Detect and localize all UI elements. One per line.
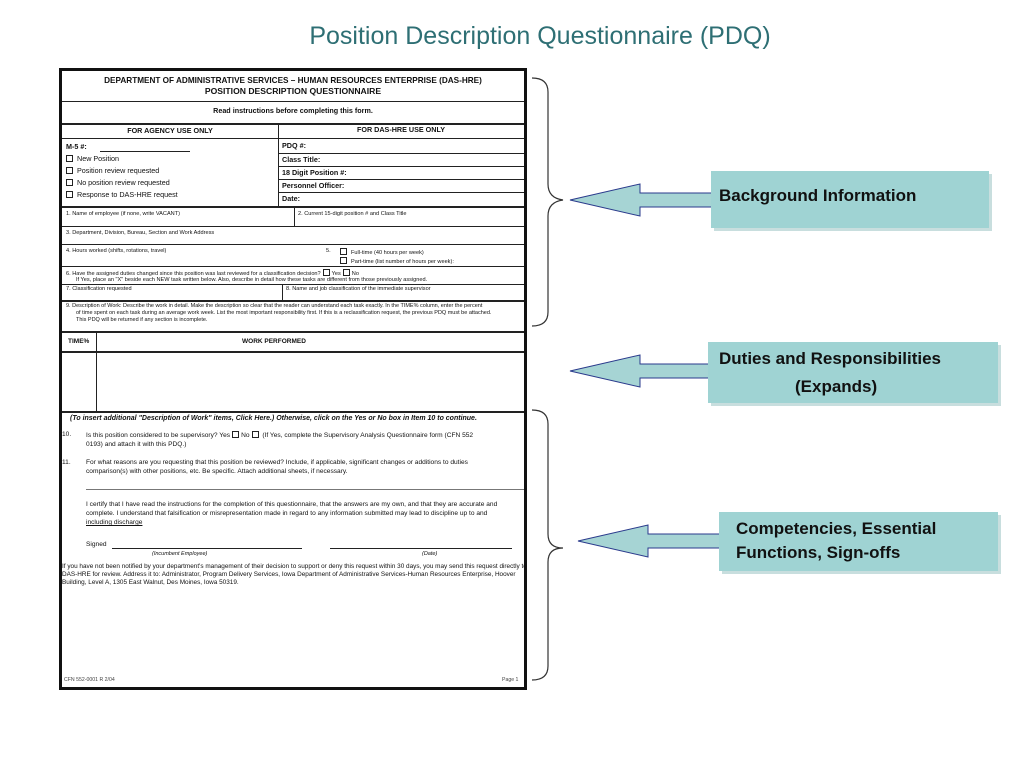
item-3: 3. Department, Division, Bureau, Section… <box>66 230 215 236</box>
divider <box>96 331 97 411</box>
item-9-line-1: 9. Description of Work: Describe the wor… <box>66 303 483 309</box>
das-field-date: Date: <box>282 194 300 203</box>
item-9-line-2: of time spent on each task during an ave… <box>76 310 492 316</box>
certify-line-1: I certify that I have read the instructi… <box>86 501 498 508</box>
checkbox <box>66 167 73 174</box>
item-5-fulltime: Full-time (40 hours per week) <box>340 248 424 256</box>
slide-title: Position Description Questionnaire (PDQ) <box>309 22 771 50</box>
divider <box>62 351 524 353</box>
item-11-answer-line <box>86 489 524 490</box>
item-10-number: 10. <box>62 431 72 438</box>
checkbox <box>251 431 259 438</box>
item-6-instruction: If Yes, place an "X" beside each NEW tas… <box>76 277 428 283</box>
form-title: POSITION DESCRIPTION QUESTIONNAIRE <box>204 86 382 96</box>
divider <box>62 244 524 245</box>
brace-bottom <box>531 409 564 681</box>
form-dept-header: DEPARTMENT OF ADMINISTRATIVE SERVICES – … <box>104 76 482 85</box>
checkbox <box>66 155 73 162</box>
divider <box>294 206 295 226</box>
divider <box>62 138 524 139</box>
checkbox <box>342 269 350 276</box>
das-field-position: 18 Digit Position #: <box>282 168 347 177</box>
item-11-line-1: For what reasons are you requesting that… <box>86 459 468 466</box>
m5-blank-line <box>100 151 190 152</box>
callout-text-line-1: Duties and Responsibilities <box>719 349 941 368</box>
arrow-background <box>569 183 713 217</box>
divider <box>62 300 524 302</box>
page-number: Page 1 <box>502 677 519 683</box>
divider <box>62 101 524 102</box>
callout-text-line-1: Competencies, Essential <box>736 519 937 538</box>
arrow-competencies <box>577 524 723 558</box>
date-caption: (Date) <box>422 551 438 557</box>
date-line <box>330 548 512 549</box>
checkbox <box>232 431 240 438</box>
signature-line <box>112 548 302 549</box>
callout-duties-responsibilities: Duties and Responsibilities (Expands) <box>708 342 998 403</box>
callout-text-line-2: (Expands) <box>795 377 878 396</box>
agency-option-no-review: No position review requested <box>66 178 170 187</box>
item-7: 7. Classification requested <box>66 286 132 292</box>
item-5-number: 5. <box>326 248 331 254</box>
checkbox <box>66 179 73 186</box>
time-column-header: TIME% <box>68 338 90 345</box>
agency-use-header: FOR AGENCY USE ONLY <box>127 126 213 135</box>
callout-text: Background Information <box>719 186 917 205</box>
supervisory-questionnaire-link: Supervisory Analysis Questionnaire <box>323 432 428 439</box>
item-1: 1. Name of employee (if none, write VACA… <box>66 211 180 217</box>
divider <box>278 123 279 206</box>
item-6-question: 6. Have the assigned duties changed sinc… <box>66 269 359 277</box>
work-performed-header: WORK PERFORMED <box>242 338 306 345</box>
checkbox <box>66 191 73 198</box>
checkbox <box>322 269 330 276</box>
divider <box>62 284 524 285</box>
footer-instructions: If you have not been notified by your de… <box>62 563 527 586</box>
divider <box>278 179 524 180</box>
divider <box>62 411 524 413</box>
das-use-header: FOR DAS-HRE USE ONLY <box>357 125 445 134</box>
callout-background-information: Background Information <box>711 171 989 228</box>
arrow-duties <box>569 354 711 388</box>
item-10-line-2: 0193) and attach it with this PDQ.) <box>86 441 187 448</box>
signed-label: Signed <box>86 541 107 548</box>
divider <box>278 153 524 154</box>
divider <box>62 266 524 267</box>
item-2: 2. Current 15-digit position # and Class… <box>298 211 407 217</box>
certify-line-3: including discharge <box>86 519 143 526</box>
divider <box>62 206 524 208</box>
das-field-pdq: PDQ #: <box>282 141 306 150</box>
divider <box>62 331 524 333</box>
agency-option-new-position: New Position <box>66 154 119 163</box>
click-here-link: Click Here <box>235 415 270 422</box>
das-field-class-title: Class Title: <box>282 155 321 164</box>
divider <box>62 123 524 125</box>
item-11-line-2: comparison(s) with other positions, etc.… <box>86 468 348 475</box>
divider <box>278 166 524 167</box>
agency-option-response: Response to DAS-HRE request <box>66 190 178 199</box>
divider <box>62 226 524 227</box>
item-8: 8. Name and job classification of the im… <box>286 286 431 292</box>
divider <box>278 192 524 193</box>
form-code: CFN 552-0001 R 2/04 <box>64 677 115 683</box>
checkbox <box>340 257 347 264</box>
checkbox <box>340 248 347 255</box>
item-10-question: Is this position considered to be superv… <box>86 431 474 439</box>
divider <box>282 284 283 300</box>
callout-competencies-signoffs: Competencies, Essential Functions, Sign-… <box>719 512 998 571</box>
item-4: 4. Hours worked (shifts, rotations, trav… <box>66 248 167 254</box>
item-11-number: 11. <box>62 459 71 466</box>
item-5-parttime: Part-time (list number of hours per week… <box>340 257 454 265</box>
form-read-instructions: Read instructions before completing this… <box>213 106 373 115</box>
das-field-personnel-officer: Personnel Officer: <box>282 181 345 190</box>
agency-option-review-requested: Position review requested <box>66 166 159 175</box>
item-9-line-3: This PDQ will be returned if any section… <box>76 317 208 323</box>
insert-note: (To insert additional "Description of Wo… <box>70 415 477 422</box>
certify-line-2: complete. I understand that falsificatio… <box>86 510 488 517</box>
incumbent-caption: (Incumbent Employee) <box>152 551 208 557</box>
pdq-form-image: DEPARTMENT OF ADMINISTRATIVE SERVICES – … <box>59 68 527 690</box>
m5-label: M-5 #: <box>66 142 87 151</box>
brace-top <box>531 77 564 327</box>
callout-text-line-2: Functions, Sign-offs <box>736 543 901 562</box>
